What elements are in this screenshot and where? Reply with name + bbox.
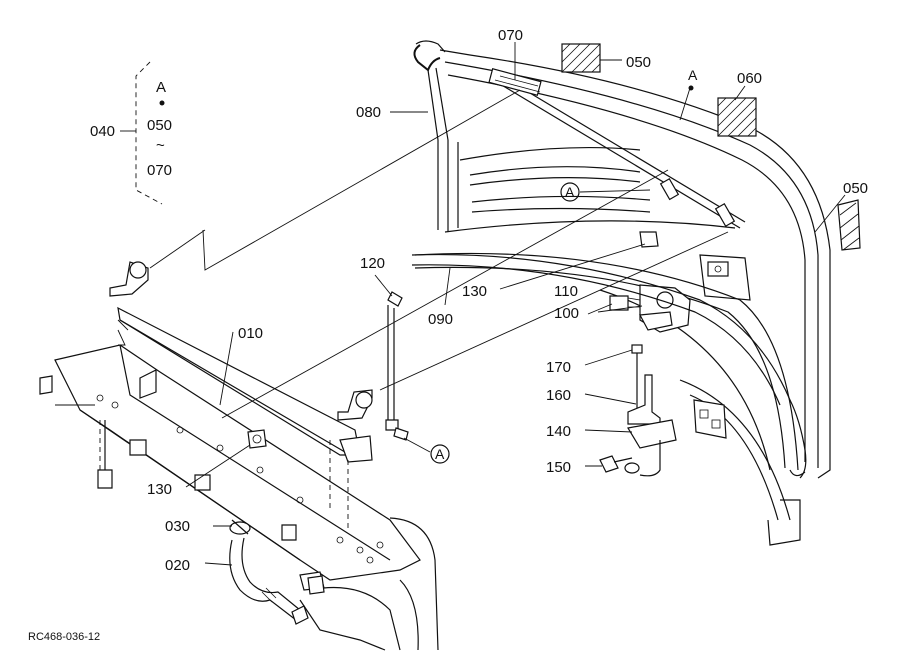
label-100: 100	[554, 305, 579, 322]
label-120: 120	[360, 255, 385, 272]
hinge-rod-010	[109, 261, 373, 463]
label-050-top: 050	[626, 54, 651, 71]
figure-code: RC468-036-12	[28, 631, 100, 643]
kit-ref-letter: A	[156, 79, 166, 96]
label-080: 080	[356, 104, 381, 121]
leader-lines	[55, 42, 846, 566]
hinge-support-assembly	[39, 344, 439, 651]
decal-050-top	[561, 43, 601, 73]
hood-assembly	[413, 40, 831, 546]
label-140: 140	[546, 423, 571, 440]
bolt-bottom	[307, 575, 325, 595]
kit-bracket	[135, 61, 163, 205]
circle-ref-a-strut-text: A	[435, 446, 445, 462]
kit-ref-dot	[159, 100, 165, 106]
label-010: 010	[238, 325, 263, 342]
hose-020	[229, 537, 309, 625]
hidden-lines	[99, 420, 349, 530]
circle-ref-a-hood-text: A	[565, 184, 575, 200]
gas-strut-120	[385, 291, 409, 441]
label-090: 090	[428, 311, 453, 328]
circle-ref-a-strut: A	[430, 444, 450, 464]
label-150: 150	[546, 459, 571, 476]
label-110: 110	[554, 283, 578, 300]
nut-130-left	[247, 429, 267, 449]
circle-ref-a-hood: A	[560, 182, 580, 202]
label-060: 060	[737, 70, 762, 87]
label-030: 030	[165, 518, 190, 535]
clamp-030	[229, 519, 251, 535]
ref-letter-hood: A	[688, 67, 698, 83]
label-130-right: 130	[462, 283, 487, 300]
label-040: 040	[90, 123, 115, 140]
label-070: 070	[498, 27, 523, 44]
ref-dot-hood	[688, 85, 694, 91]
label-170: 170	[546, 359, 571, 376]
label-130-left: 130	[147, 481, 172, 498]
decal-060	[717, 97, 757, 137]
label-020: 020	[165, 557, 190, 574]
kit-range-start: 050	[147, 117, 172, 134]
label-160: 160	[546, 387, 571, 404]
kit-range-separator: ~	[156, 137, 165, 154]
decal-050-right	[837, 199, 861, 251]
hood-seal-090	[411, 253, 807, 479]
kit-range-end: 070	[147, 162, 172, 179]
label-050-right: 050	[843, 180, 868, 197]
latch-assembly	[599, 231, 727, 477]
